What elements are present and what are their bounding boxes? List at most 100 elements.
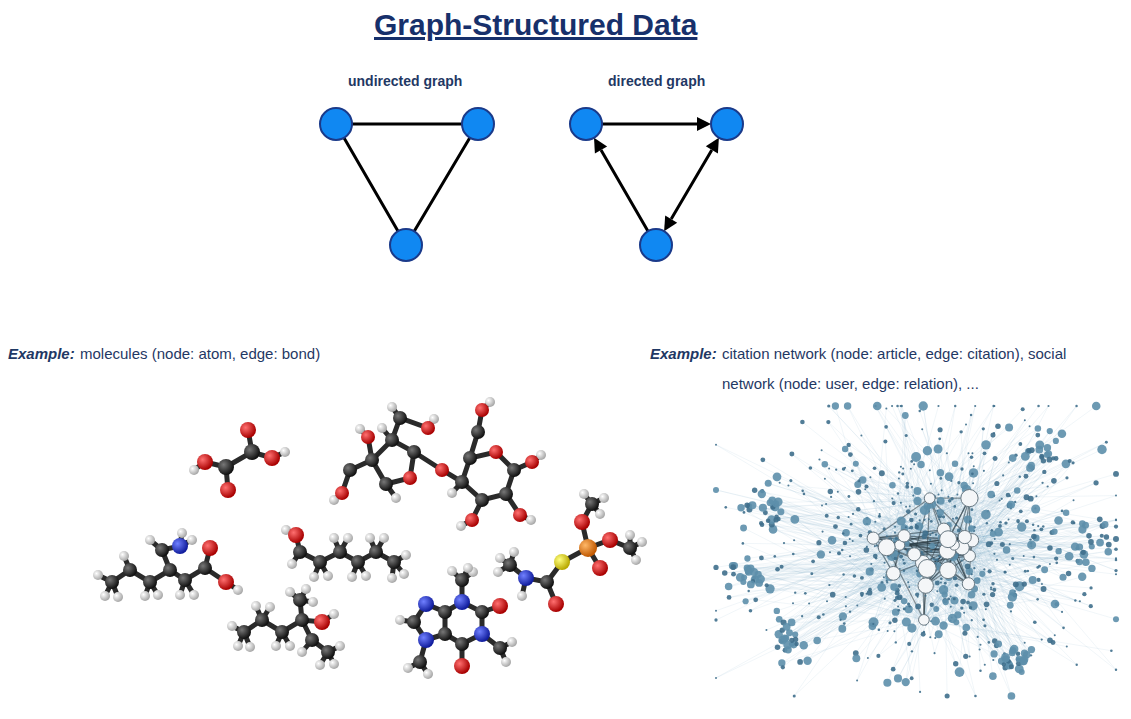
network-illustration-part bbox=[842, 573, 844, 575]
network-illustration-part bbox=[982, 593, 985, 596]
network-illustration-part bbox=[905, 506, 907, 508]
directed-graph-part bbox=[706, 138, 719, 154]
network-illustration-part bbox=[849, 610, 851, 612]
network-illustration-part bbox=[856, 489, 862, 495]
network-illustration-part bbox=[904, 536, 975, 696]
molecule-part bbox=[255, 613, 269, 627]
network-illustration-part bbox=[1019, 509, 1023, 513]
network-illustration-part bbox=[883, 576, 885, 578]
network-illustration-part bbox=[1047, 485, 1049, 487]
molecule-part bbox=[287, 559, 297, 569]
network-illustration-part bbox=[825, 464, 930, 498]
network-illustration-part bbox=[826, 600, 828, 602]
network-illustration-part bbox=[1055, 562, 1058, 565]
network-illustration-part bbox=[1042, 470, 1046, 474]
molecule-part bbox=[227, 621, 237, 631]
network-illustration-part bbox=[983, 624, 986, 627]
network-illustration-part bbox=[1002, 474, 1004, 476]
network-illustration-part bbox=[874, 521, 876, 523]
network-illustration-part bbox=[969, 498, 998, 644]
network-illustration-part bbox=[933, 652, 935, 654]
network-illustration-part bbox=[848, 452, 853, 457]
network-illustration-part bbox=[939, 477, 942, 480]
network-illustration-part bbox=[1115, 669, 1117, 671]
network-illustration-part bbox=[962, 406, 994, 548]
network-illustration-part bbox=[991, 582, 994, 585]
network-illustration-part bbox=[954, 405, 956, 407]
molecule bbox=[281, 525, 411, 583]
network-illustration-part bbox=[773, 555, 776, 558]
network-illustration-part bbox=[743, 582, 924, 620]
network-illustration-part bbox=[865, 593, 867, 595]
network-illustration-part bbox=[982, 427, 985, 430]
network-illustration-part bbox=[988, 569, 992, 573]
network-illustration-part bbox=[793, 694, 796, 697]
network-illustration-part bbox=[1009, 454, 1017, 462]
molecule-part bbox=[343, 533, 353, 543]
network-illustration-part bbox=[892, 608, 899, 615]
network-illustration-part bbox=[1024, 570, 1027, 573]
network-illustration-part bbox=[954, 448, 1047, 545]
network-illustration-part bbox=[918, 410, 921, 413]
network-illustration-part bbox=[886, 535, 888, 537]
network-illustration-part bbox=[993, 553, 995, 555]
molecule-part bbox=[393, 411, 407, 425]
molecule-part bbox=[438, 605, 452, 619]
network-illustration-part bbox=[1114, 569, 1117, 572]
network-illustration-part bbox=[935, 558, 938, 561]
molecule-part bbox=[395, 615, 405, 625]
network-illustration-part bbox=[994, 538, 996, 540]
molecule bbox=[493, 489, 647, 612]
network-illustration-part bbox=[883, 679, 891, 687]
network-illustration-part bbox=[842, 529, 850, 537]
network-illustration-part bbox=[938, 437, 941, 440]
molecule-part bbox=[492, 598, 508, 614]
network-illustration-part bbox=[886, 408, 969, 498]
network-illustration-part bbox=[1018, 442, 1022, 446]
network-illustration-part bbox=[793, 539, 795, 541]
molecule-part bbox=[365, 533, 375, 543]
network-illustration-part bbox=[935, 544, 937, 546]
molecule-part bbox=[286, 530, 406, 578]
molecule-part bbox=[197, 454, 213, 470]
molecule bbox=[189, 422, 290, 498]
molecule-part bbox=[321, 645, 335, 659]
molecule-part bbox=[493, 641, 507, 655]
network-illustration-part bbox=[921, 632, 926, 637]
network-illustration-part bbox=[887, 547, 1022, 672]
network-illustration-part bbox=[864, 484, 868, 488]
network-illustration-part bbox=[713, 487, 719, 493]
network-illustration-part bbox=[926, 454, 1049, 586]
network-illustration-part bbox=[955, 516, 958, 519]
network-illustration-part bbox=[971, 452, 973, 454]
network-illustration-part bbox=[1007, 602, 1014, 609]
network-illustration-part bbox=[905, 485, 909, 489]
network-illustration-part bbox=[715, 444, 717, 446]
network-illustration-part bbox=[754, 578, 924, 620]
molecule-part bbox=[377, 423, 387, 433]
molecule-part bbox=[463, 451, 477, 465]
network-illustration-part bbox=[824, 478, 826, 480]
network-illustration-part bbox=[1114, 547, 1118, 551]
network-illustration-part bbox=[910, 468, 912, 470]
directed-graph-part bbox=[601, 124, 712, 231]
network-illustration-part bbox=[1032, 523, 1034, 525]
network-illustration-part bbox=[915, 522, 923, 530]
molecule-part bbox=[454, 658, 470, 674]
molecule-part bbox=[625, 530, 635, 540]
network-illustration-part bbox=[897, 492, 900, 495]
network-illustration-part bbox=[941, 489, 943, 491]
network-illustration-part bbox=[900, 502, 902, 504]
network-illustration-part bbox=[1051, 600, 1060, 609]
network-illustration-part bbox=[974, 405, 976, 407]
molecule-part bbox=[401, 550, 411, 560]
molecule-part bbox=[153, 590, 163, 600]
network-illustration-part bbox=[955, 667, 965, 677]
molecule-part bbox=[517, 591, 527, 601]
network-illustration-part bbox=[946, 452, 948, 454]
network-illustration-part bbox=[1047, 545, 1053, 551]
network-illustration-part bbox=[1061, 510, 1064, 513]
network-illustration-part bbox=[856, 680, 858, 682]
network-illustration-part bbox=[1063, 510, 1070, 517]
network-illustration-part bbox=[924, 455, 1047, 620]
